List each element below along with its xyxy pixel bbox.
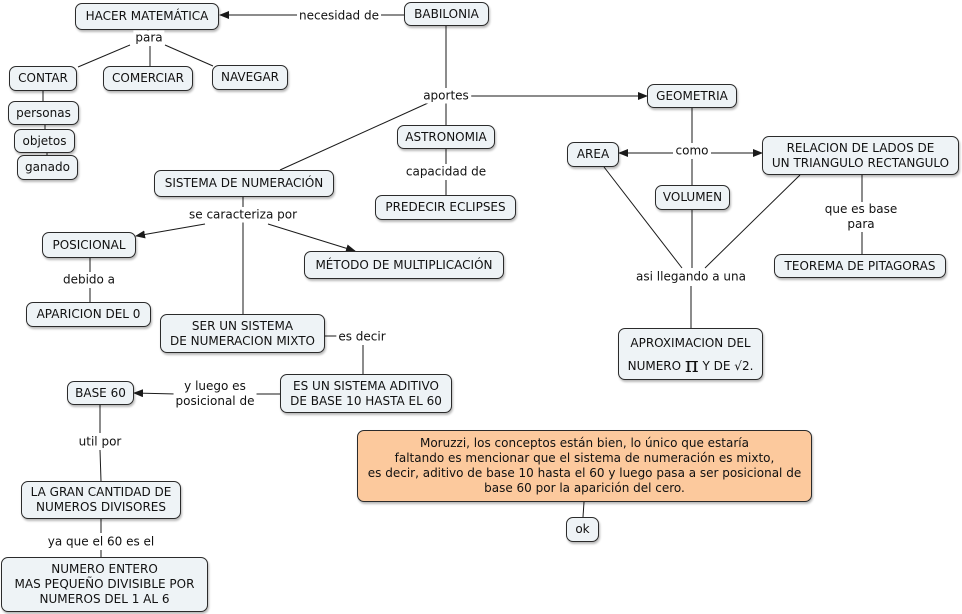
aproximacion-line1: APROXIMACION DEL xyxy=(630,335,751,350)
node-babilonia[interactable]: BABILONIA xyxy=(404,2,489,26)
node-relacion-lados[interactable]: RELACION DE LADOS DE UN TRIANGULO RECTAN… xyxy=(762,136,959,175)
node-sistema-numeracion[interactable]: SISTEMA DE NUMERACIÓN xyxy=(154,170,334,197)
line-relacion-asi xyxy=(704,174,801,269)
node-teorema-pitagoras[interactable]: TEOREMA DE PITAGORAS xyxy=(774,254,946,278)
node-sistema-aditivo[interactable]: ES UN SISTEMA ADITIVO DE BASE 10 HASTA E… xyxy=(280,374,452,413)
node-objetos[interactable]: objetos xyxy=(14,129,75,153)
node-contar[interactable]: CONTAR xyxy=(9,66,77,91)
link-label-capacidad-de: capacidad de xyxy=(403,164,489,180)
node-aproximacion[interactable]: APROXIMACION DEL NUMERO π Y DE √2. xyxy=(618,328,763,380)
node-geometria[interactable]: GEOMETRIA xyxy=(647,84,737,108)
line-comentario-ok xyxy=(582,501,585,518)
line-para-navegar xyxy=(164,44,214,67)
line-aportes-sistema xyxy=(279,102,429,171)
node-volumen[interactable]: VOLUMEN xyxy=(655,185,730,210)
aproximacion-line2-post: Y DE √2. xyxy=(698,358,754,373)
node-numero-entero[interactable]: NUMERO ENTERO MAS PEQUEÑO DIVISIBLE POR … xyxy=(1,557,208,612)
node-personas[interactable]: personas xyxy=(8,101,79,125)
node-hacer-matematica[interactable]: HACER MATEMÁTICA xyxy=(75,3,219,30)
link-label-se-caracteriza-por: se caracteriza por xyxy=(187,207,299,223)
node-posicional[interactable]: POSICIONAL xyxy=(42,232,136,258)
arrow-caracteriza-metodo xyxy=(267,223,356,253)
link-label-debido-a: debido a xyxy=(60,272,118,288)
link-label-ya-que: ya que el 60 es el xyxy=(45,534,157,550)
node-metodo-multiplicacion[interactable]: MÉTODO DE MULTIPLICACIÓN xyxy=(304,251,504,279)
link-label-para: para xyxy=(133,30,165,46)
node-navegar[interactable]: NAVEGAR xyxy=(212,65,288,90)
node-aparicion-del-0[interactable]: APARICION DEL 0 xyxy=(26,302,151,327)
arrow-caracteriza-posicional xyxy=(135,223,206,239)
node-ok[interactable]: ok xyxy=(566,517,599,542)
link-label-util-por: util por xyxy=(76,434,124,450)
node-predecir-eclipses[interactable]: PREDECIR ECLIPSES xyxy=(375,195,516,220)
link-label-que-es-base-para: que es base para xyxy=(810,202,912,232)
link-label-es-decir: es decir xyxy=(336,329,388,345)
node-sistema-mixto[interactable]: SER UN SISTEMA DE NUMERACION MIXTO xyxy=(160,314,325,353)
link-label-como: como xyxy=(673,143,711,159)
node-gran-cantidad[interactable]: LA GRAN CANTIDAD DE NUMEROS DIVISORES xyxy=(21,481,181,519)
node-ganado[interactable]: ganado xyxy=(17,155,78,180)
pi-symbol: π xyxy=(684,352,699,377)
aproximacion-line2: NUMERO π Y DE √2. xyxy=(628,354,754,377)
arrow-yluego-base60 xyxy=(133,389,177,398)
node-astronomia[interactable]: ASTRONOMIA xyxy=(397,125,495,149)
link-label-y-luego: y luego es posicional de xyxy=(173,379,257,409)
node-base-60[interactable]: BASE 60 xyxy=(67,381,134,405)
line-util-gran xyxy=(99,449,102,482)
node-comentario[interactable]: Moruzzi, los conceptos están bien, lo ún… xyxy=(357,430,812,502)
link-label-necesidad-de: necesidad de xyxy=(297,8,381,24)
node-area[interactable]: AREA xyxy=(567,142,619,167)
link-label-aportes: aportes xyxy=(421,88,471,104)
link-label-asi-llegando: asi llegando a una xyxy=(634,269,748,285)
node-comerciar[interactable]: COMERCIAR xyxy=(103,66,193,91)
line-area-asi xyxy=(603,166,683,269)
line-para-contar xyxy=(77,44,131,68)
aproximacion-line2-pre: NUMERO xyxy=(627,358,685,373)
